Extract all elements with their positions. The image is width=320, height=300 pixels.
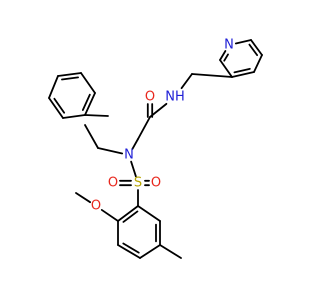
atom-s: S — [134, 176, 142, 191]
bond-ph2-ph3 — [48, 75, 59, 99]
bond-ph3-ph4 — [57, 72, 82, 77]
bond-pyE-n_pyr — [219, 50, 227, 61]
bond-pyA-pyB — [250, 39, 263, 56]
atom-o-amide: O — [145, 90, 155, 105]
bond-pyD-pyE — [219, 59, 233, 78]
bond-n_sulfonamide-ce1 — [97, 147, 124, 155]
bond-n_sulfonamide-s — [130, 160, 137, 178]
atom-label-o-s-right: O — [151, 176, 161, 191]
bond-pyC-pyD-inner — [233, 67, 251, 74]
atom-label-s: S — [134, 176, 142, 191]
atom-label-o-amide: O — [145, 90, 155, 105]
bond-ar5-me_ar — [159, 244, 182, 259]
bond-ch2_py-n_amide — [180, 73, 193, 90]
atom-label-o-methoxy: O — [91, 199, 101, 214]
bond-ce2-ph6 — [84, 114, 109, 117]
bond-ce1-ce2 — [84, 124, 99, 149]
atom-label-o-s-left: O — [108, 176, 118, 191]
bond-ar2-o_methoxy — [100, 209, 119, 222]
bond-ar4-ar5 — [139, 244, 161, 259]
bond-pyD-ch2_py — [191, 73, 233, 78]
atom-label-n-amide: NH — [165, 90, 185, 105]
bond-ph6-ph1 — [62, 114, 86, 119]
atom-o-s-left: O — [108, 176, 118, 191]
bond-ar6-ar1 — [137, 205, 161, 222]
bond-ar3-ar4-inner — [122, 242, 140, 254]
atom-o-s-right: O — [151, 176, 161, 191]
atom-o-methoxy: O — [91, 199, 101, 214]
bond-n_pyr-pyA — [234, 39, 252, 45]
bond-ch2_a-n_sulfonamide — [131, 138, 139, 150]
bond-ar3-ar4 — [117, 244, 141, 259]
bond-o_methoxy-me_o — [75, 192, 92, 204]
bond-ph4-ph5 — [80, 72, 96, 94]
atom-label-n-pyr: N — [224, 38, 234, 53]
bond-ph5-ph6 — [84, 92, 96, 116]
bond-c_amide-ch2_a — [137, 116, 151, 140]
bond-pyA-pyB-inner — [248, 43, 259, 57]
atom-n-sulfonamide: N — [124, 148, 134, 163]
bond-ph5-ph6-inner — [81, 93, 91, 111]
bonds — [48, 39, 263, 259]
bond-ar1-ar2-inner — [122, 210, 139, 223]
bond-ph1-ph2-inner — [53, 97, 66, 114]
bond-ph3-ph4-inner — [61, 76, 79, 81]
atom-n-amide: NH — [165, 90, 185, 105]
bond-ar1-ar2 — [117, 205, 139, 222]
bond-pyC-pyD — [231, 71, 255, 78]
bond-pyB-pyC — [253, 54, 263, 73]
bond-ph1-ph2 — [48, 97, 64, 119]
atom-n-pyr: N — [224, 38, 234, 53]
bond-pyE-n_pyr-inner — [223, 53, 229, 62]
atom-label-n-sulfonamide: N — [124, 148, 134, 163]
